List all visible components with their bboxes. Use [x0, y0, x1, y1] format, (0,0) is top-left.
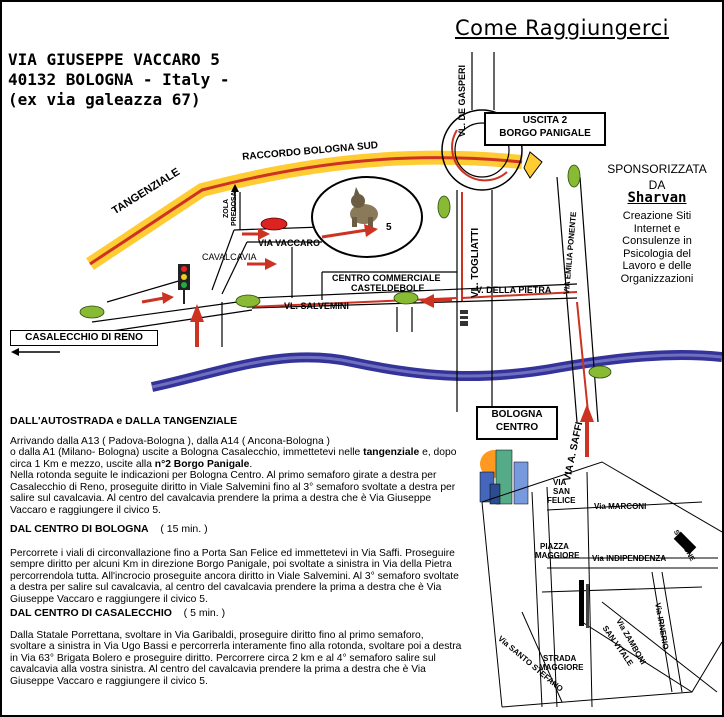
uscita-line2: BORGO PANIGALE [499, 128, 591, 139]
strada-label-1: STRADA [543, 654, 577, 663]
heading-text: DAL CENTRO DI BOLOGNA [10, 523, 149, 535]
san-felice-label-1: VIA [553, 478, 567, 487]
roundabout [441, 109, 523, 191]
section-heading: DALL'AUTOSTRADA e DALLA TANGENZIALE [10, 415, 238, 427]
casalecchio-box: CASALECCHIO DI RENO [10, 330, 158, 346]
page-title: Come Raggiungerci [455, 16, 669, 40]
via-vaccaro-label: VIA VACCARO [258, 238, 321, 248]
san-felice-label-3: FELICE [547, 496, 576, 505]
section-heading: DAL CENTRO DI BOLOGNA ( 15 min. ) [10, 523, 462, 536]
text: . [249, 458, 253, 470]
traffic-light-icon [459, 310, 469, 326]
river [150, 350, 722, 392]
roundabout-route [451, 129, 508, 182]
route-arrows [141, 224, 594, 457]
address-city: 40132 BOLOGNA - Italy - [8, 70, 230, 89]
bologna-centro-line2: CENTRO [495, 422, 539, 433]
sponsor-desc-1: Creazione Siti [622, 210, 692, 222]
strada-label-2: MAGGIORE [539, 663, 584, 672]
bologna-centro-line1: BOLOGNA [491, 409, 543, 420]
salvemini-route [246, 297, 458, 308]
centro-commerciale-label-2: CASTELDEBOLE [351, 283, 425, 293]
della-pietra-route [461, 291, 578, 299]
centro-commerciale-label-1: CENTRO COMMERCIALE [332, 273, 441, 283]
uscita-box: USCITA 2 BORGO PANIGALE [484, 112, 606, 146]
traffic-light-icon [178, 264, 190, 304]
address-street: VIA GIUSEPPE VACCARO 5 [8, 50, 220, 69]
text: e, dopo circa 1 Km e mezzo, uscite alla [10, 447, 457, 470]
address-old: (ex via galeazza 67) [8, 90, 201, 109]
piazza-label-1: PIAZZA [540, 542, 569, 551]
river-highlight [151, 353, 722, 389]
zola-arrowhead [231, 184, 239, 192]
sponsor-desc-4: Psicologia del [623, 247, 691, 260]
heading-time: ( 15 min. ) [160, 523, 208, 535]
uscita-line1: USCITA 2 [522, 115, 568, 126]
emilia-road-2 [579, 176, 599, 423]
della-pietra-road [251, 283, 578, 299]
zola-label: ZOLA [223, 198, 230, 218]
torre-icon [579, 580, 584, 626]
city-map [481, 461, 722, 708]
saffi-route [576, 301, 590, 423]
torre-icon [586, 584, 589, 628]
paragraph: Dalla Statale Porrettana, svoltare in Vi… [10, 629, 462, 687]
piazza-label-2: MAGGIORE [535, 551, 580, 560]
text-bold: tangenziale [363, 447, 420, 458]
paragraph: Percorrete i viali di circonvallazione f… [10, 547, 459, 605]
della-pietra-road-2 [251, 297, 578, 309]
paragraph: Nella rotonda seguite le indicazioni per… [10, 470, 456, 516]
heading-text: DAL CENTRO DI CASALECCHIO [10, 607, 172, 619]
sponsor-desc-2: Internet e [633, 222, 681, 235]
directions-highway: DALL'AUTOSTRADA e DALLA TANGENZIALE Arri… [10, 415, 462, 516]
casalecchio-arrowhead [11, 348, 19, 356]
wolf-logo [350, 187, 378, 227]
cavalcavia-ramp [211, 229, 235, 291]
della-pietra-label: V. DELLA PIETRA [476, 285, 552, 295]
section-heading: DAL CENTRO DI CASALECCHIO ( 5 min. ) [10, 607, 462, 620]
sponsor-desc-6: Organizzazioni [620, 272, 694, 285]
salvemini-road [91, 299, 253, 323]
cavalcavia-ramp-2 [221, 241, 248, 295]
text: o dalla A1 (Milano- Bologna) uscite a Bo… [10, 447, 364, 458]
sponsor-description: Creazione Siti Internet e Consulenze in … [592, 210, 722, 285]
sponsor-desc-3: Consulenze in [622, 235, 692, 247]
emilia-road [556, 176, 578, 423]
de-gasperi-label: VL. DE GASPERI [457, 64, 467, 137]
marconi-label: Via MARCONI [594, 502, 647, 511]
text-bold: n°2 Borgo Panigale [154, 458, 250, 470]
car-icon [260, 217, 288, 231]
tangenziale-arrowhead [523, 151, 543, 179]
predosa-label: PREDOSA [231, 191, 238, 226]
sponsor-desc-5: Lavoro e delle [622, 260, 692, 272]
roundabout-inner [454, 122, 510, 178]
sponsor-line1: SPONSORIZZATA [607, 162, 707, 176]
sponsor-name: Sharvan [627, 190, 687, 206]
directions-casalecchio: DAL CENTRO DI CASALECCHIO ( 5 min. ) Dal… [10, 607, 462, 687]
station-icon [673, 531, 697, 555]
paragraph: Arrivando dalla A13 ( Padova-Bologna ), … [10, 435, 330, 447]
salvemini-label: VL. SALVEMINI [284, 301, 349, 311]
tangenziale-center [89, 156, 523, 266]
bologna-centro-box: BOLOGNA CENTRO [476, 406, 558, 440]
skyline-icon [479, 449, 529, 505]
civic-number: 5 [386, 222, 392, 233]
directions-bologna: DAL CENTRO DI BOLOGNA ( 15 min. ) Percor… [10, 523, 462, 605]
san-felice-label-2: SAN [553, 487, 570, 496]
car-icon [79, 195, 612, 379]
heading-time: ( 5 min. ) [183, 607, 226, 619]
salvemini-upper [106, 279, 183, 303]
cavalcavia-label: CAVALCAVIA [202, 252, 257, 262]
sponsor-line2: DA [648, 178, 666, 192]
car-icon [567, 164, 581, 188]
indipendenza-label: Via INDIPENDENZA [592, 554, 667, 563]
paragraph: o dalla A1 (Milano- Bologna) uscite a Bo… [10, 447, 462, 470]
